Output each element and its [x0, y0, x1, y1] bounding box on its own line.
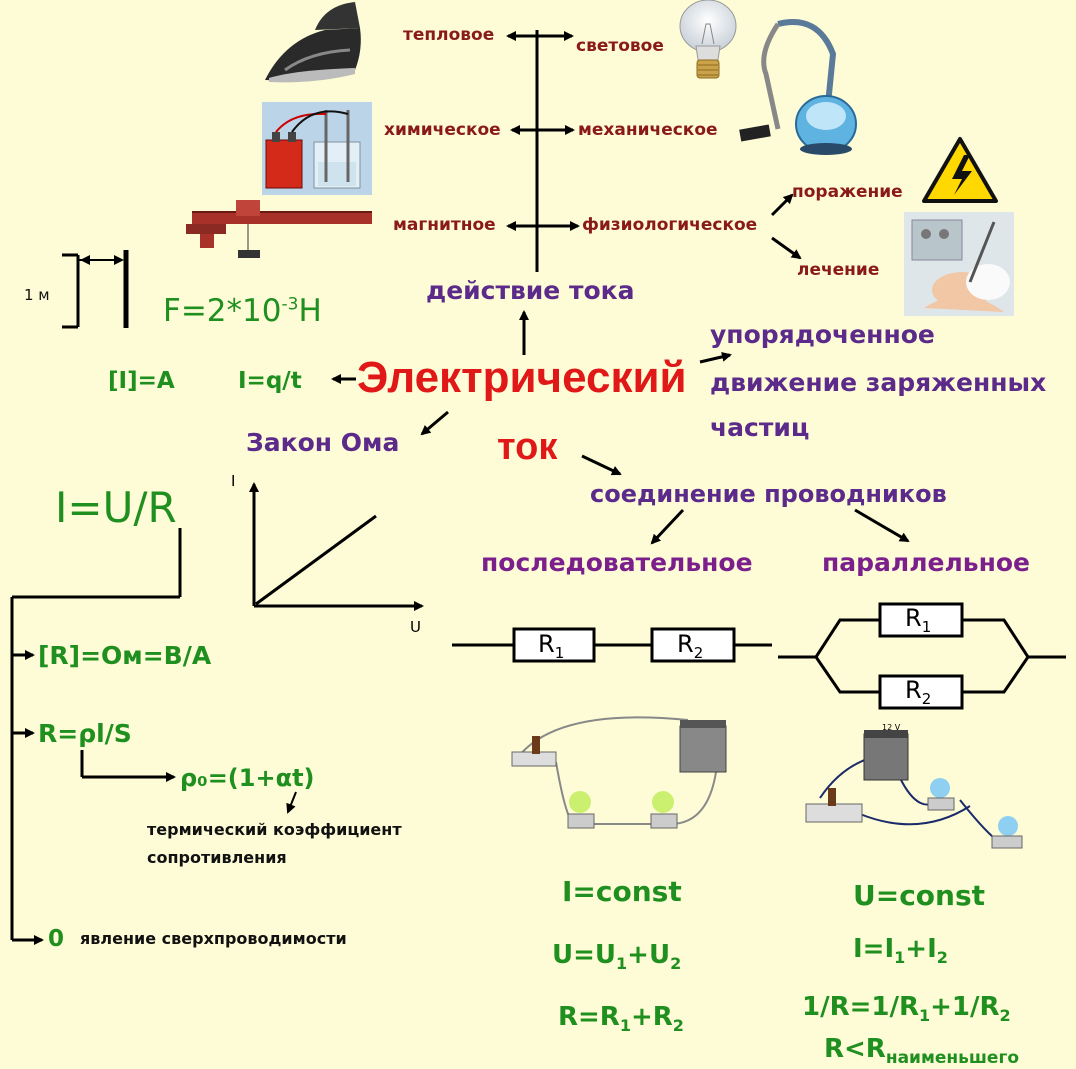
- series-rule-voltage: U=U1+U2: [552, 940, 682, 974]
- series-r1: R1: [538, 630, 565, 662]
- physiotherapy-icon: [904, 212, 1014, 316]
- graph-x-label: U: [410, 618, 421, 636]
- iron-icon: [265, 2, 361, 83]
- effect-treatment: лечение: [797, 260, 880, 280]
- force-formula: F=2*10-3Н: [163, 293, 322, 329]
- current-unit: [I]=A: [108, 368, 175, 394]
- graph-y-label: I: [231, 472, 236, 490]
- resistance-unit: [R]=Ом=В/А: [38, 641, 212, 670]
- light-bulb-icon: [679, 0, 737, 79]
- effects-title: действие тока: [426, 276, 635, 305]
- series-rule-current: I=const: [562, 875, 682, 908]
- series-rule-resistance: R=R1+R2: [558, 1002, 684, 1036]
- definition-line3: частиц: [710, 413, 810, 442]
- superconductivity-label: явление сверхпроводимости: [80, 929, 347, 948]
- high-voltage-warning-icon: [922, 137, 998, 203]
- parallel-r1: R1: [905, 604, 932, 636]
- parallel-circuit-icon: 12 V: [805, 723, 1023, 849]
- parallel-rule-resistance: 1/R=1/R1+1/R2: [802, 992, 1011, 1026]
- coef-line1: термический коэффициент: [147, 820, 402, 839]
- parallel-rule-min: R<Rнаименьшего: [824, 1034, 1020, 1069]
- zero-label: 0: [48, 926, 65, 952]
- series-circuit-icon: [511, 716, 727, 829]
- crane-icon: [186, 200, 372, 258]
- electrolysis-icon: [262, 102, 372, 195]
- center-title-current: ток: [497, 426, 558, 468]
- parallel-rule-current: I=I1+I2: [853, 934, 948, 968]
- rho-formula: ρ₀=(1+αt): [180, 764, 315, 792]
- vacuum-cleaner-icon: [739, 19, 857, 155]
- parallel-label: параллельное: [822, 548, 1031, 577]
- parallel-r2: R2: [905, 676, 932, 708]
- ohm-formula: I=U/R: [55, 483, 177, 532]
- effect-light: световое: [576, 36, 664, 56]
- effect-injury: поражение: [792, 182, 903, 202]
- series-label: последовательное: [481, 548, 753, 577]
- ohm-title: Закон Ома: [246, 428, 400, 457]
- effect-chemical: химическое: [384, 120, 501, 140]
- coef-line2: сопротивления: [147, 848, 287, 867]
- definition-line1: упорядоченное: [710, 320, 935, 349]
- effect-magnetic: магнитное: [393, 215, 496, 235]
- center-title-electric: Электрический: [357, 353, 687, 402]
- effect-thermal: тепловое: [403, 25, 495, 45]
- svg-text:12 V: 12 V: [882, 723, 901, 732]
- definition-line2: движение заряженных: [710, 368, 1047, 397]
- series-r2: R2: [677, 630, 704, 662]
- effect-physiological: физиологическое: [582, 215, 758, 235]
- effect-mechanical: механическое: [578, 120, 718, 140]
- connections-title: соединение проводников: [590, 480, 947, 508]
- force-length-label: 1 м: [24, 286, 50, 304]
- current-formula: I=q/t: [238, 368, 302, 394]
- resistance-formula: R=ρl/S: [38, 719, 132, 748]
- parallel-rule-voltage: U=const: [853, 879, 986, 912]
